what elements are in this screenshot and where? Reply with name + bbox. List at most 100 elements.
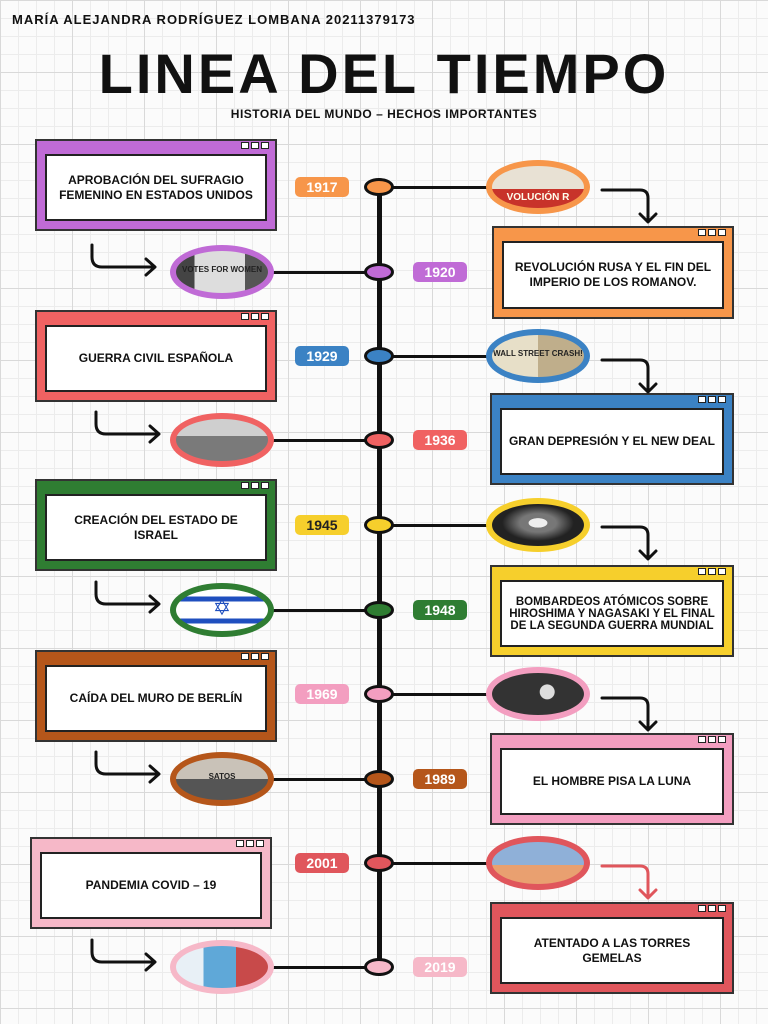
down-arrow-icon [600,358,658,394]
event-card-muro-berlin: CAÍDA DEL MURO DE BERLÍN [35,650,277,742]
event-photo [486,667,590,721]
event-photo [486,498,590,552]
timeline-node [364,854,394,872]
event-text: CAÍDA DEL MURO DE BERLÍN [45,665,267,732]
down-arrow-icon [600,525,658,561]
right-arrow-icon [94,750,161,784]
year-badge: 1936 [413,430,467,450]
timeline-node [364,178,394,196]
timeline-axis [377,186,382,970]
timeline-node [364,601,394,619]
author-line: MARÍA ALEJANDRA RODRÍGUEZ LOMBANA 202113… [12,12,416,27]
maximize-icon [251,313,259,320]
close-icon [256,840,264,847]
close-icon [718,568,726,575]
close-icon [261,313,269,320]
maximize-icon [251,653,259,660]
star-of-david-icon: ✡ [212,596,232,621]
event-text: GRAN DEPRESIÓN Y EL NEW DEAL [500,408,724,475]
maximize-icon [708,568,716,575]
close-icon [718,736,726,743]
page-subtitle: HISTORIA DEL MUNDO – HECHOS IMPORTANTES [230,107,538,121]
event-text: PANDEMIA COVID – 19 [40,852,262,919]
maximize-icon [251,142,259,149]
close-icon [261,653,269,660]
event-photo: WALL STREET CRASH! [486,329,590,383]
close-icon [718,396,726,403]
event-text: ATENTADO A LAS TORRES GEMELAS [500,917,724,984]
event-card-torres-gemelas: ATENTADO A LAS TORRES GEMELAS [490,902,734,994]
minimize-icon [241,653,249,660]
photo-caption: VOLUCIÓN R [506,192,570,203]
timeline-node [364,347,394,365]
year-badge: 1948 [413,600,467,620]
minimize-icon [698,396,706,403]
right-arrow-icon [90,243,157,277]
event-text: CREACIÓN DEL ESTADO DE ISRAEL [45,494,267,561]
year-badge: 1969 [295,684,349,704]
timeline-node [364,263,394,281]
window-titlebar [37,481,275,490]
event-photo: ✡ [170,583,274,637]
window-titlebar [492,735,732,744]
event-card-gran-depresion: GRAN DEPRESIÓN Y EL NEW DEAL [490,393,734,485]
year-badge: 2019 [413,957,467,977]
minimize-icon [698,568,706,575]
minimize-icon [698,229,706,236]
maximize-icon [251,482,259,489]
event-photo: VOTES FOR WOMEN [170,245,274,299]
photo-caption: SATOS [208,772,236,781]
event-card-estado-israel: CREACIÓN DEL ESTADO DE ISRAEL [35,479,277,571]
photo-caption: WALL STREET CRASH! [493,349,583,358]
event-text: EL HOMBRE PISA LA LUNA [500,748,724,815]
maximize-icon [708,736,716,743]
year-badge: 2001 [295,853,349,873]
timeline-node [364,516,394,534]
event-text: APROBACIÓN DEL SUFRAGIO FEMENINO EN ESTA… [45,154,267,221]
close-icon [718,905,726,912]
window-titlebar [492,395,732,404]
connector-line [269,271,379,274]
minimize-icon [236,840,244,847]
minimize-icon [241,482,249,489]
year-badge: 1989 [413,769,467,789]
year-badge: 1929 [295,346,349,366]
connector-line [269,609,379,612]
maximize-icon [246,840,254,847]
close-icon [261,482,269,489]
window-titlebar [492,904,732,913]
event-photo [170,940,274,994]
down-arrow-icon [600,864,658,900]
timeline-node [364,958,394,976]
maximize-icon [708,905,716,912]
event-card-revolucion-rusa: REVOLUCIÓN RUSA Y EL FIN DEL IMPERIO DE … [492,226,734,319]
window-titlebar [494,228,732,237]
event-card-sufragio-femenino: APROBACIÓN DEL SUFRAGIO FEMENINO EN ESTA… [35,139,277,231]
event-card-hombre-luna: EL HOMBRE PISA LA LUNA [490,733,734,825]
right-arrow-icon [94,580,161,614]
year-badge: 1945 [295,515,349,535]
close-icon [261,142,269,149]
event-text: GUERRA CIVIL ESPAÑOLA [45,325,267,392]
connector-line [269,778,379,781]
connector-line [379,693,489,696]
right-arrow-icon [94,410,161,444]
connector-line [269,966,379,969]
event-card-bombardeos-atomicos: BOMBARDEOS ATÓMICOS SOBRE HIROSHIMA Y NA… [490,565,734,657]
window-titlebar [37,312,275,321]
down-arrow-icon [600,696,658,732]
event-card-guerra-civil: GUERRA CIVIL ESPAÑOLA [35,310,277,402]
right-arrow-icon [90,938,157,972]
event-text: BOMBARDEOS ATÓMICOS SOBRE HIROSHIMA Y NA… [500,580,724,647]
window-titlebar [37,652,275,661]
photo-caption: VOTES FOR WOMEN [182,265,262,274]
connector-line [269,439,379,442]
minimize-icon [698,905,706,912]
connector-line [379,862,489,865]
window-titlebar [32,839,270,848]
maximize-icon [708,396,716,403]
timeline-node [364,685,394,703]
timeline-node [364,770,394,788]
window-titlebar [37,141,275,150]
maximize-icon [708,229,716,236]
